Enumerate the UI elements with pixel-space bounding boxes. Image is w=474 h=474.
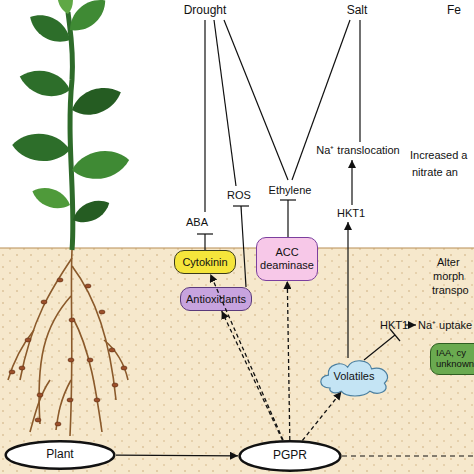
text-label: HKT1 — [380, 320, 408, 331]
node-text: Volatiles — [334, 370, 375, 383]
ellipse-node: Plant — [4, 440, 116, 470]
shape-outline — [240, 441, 341, 470]
text-label: Ethylene — [269, 185, 312, 196]
plant-stem — [68, 12, 73, 250]
text-label: Drought — [184, 4, 227, 16]
connector-arrow — [210, 274, 283, 440]
text-label: Fe — [447, 4, 461, 16]
node-text: IAA, cy unknown — [436, 348, 474, 370]
text-label: ROS — [227, 190, 251, 201]
text-label: Increased a — [410, 150, 467, 161]
text-label: Alter — [437, 257, 460, 268]
text-label: Na⁺ translocation — [316, 145, 400, 156]
process-box: Cytokinin — [174, 250, 236, 274]
root-nodules — [9, 278, 127, 426]
text-label: Na⁺ uptake — [418, 320, 472, 331]
cloud-node: Volatiles — [314, 356, 394, 396]
process-box: Antioxidants — [180, 287, 252, 311]
shape-outline — [321, 361, 388, 396]
pathway-lines — [197, 20, 474, 456]
connector-arrow — [287, 281, 290, 440]
process-box: ACC deaminase — [256, 237, 318, 281]
roots — [8, 250, 128, 436]
node-text: PGPR — [273, 449, 307, 463]
text-label: nitrate an — [412, 167, 458, 178]
text-label: ABA — [186, 217, 208, 228]
text-label: morph — [433, 271, 464, 282]
node-text: ACC deaminase — [257, 246, 317, 271]
text-label: transpo — [432, 285, 469, 296]
node-text: Antioxidants — [186, 293, 246, 306]
ellipse-node: PGPR — [238, 440, 342, 472]
node-text: Cytokinin — [182, 256, 227, 269]
plant-leaves — [11, 0, 131, 228]
connector-arrow — [222, 311, 283, 440]
text-label: Salt — [347, 4, 368, 16]
connector-arrow — [302, 392, 341, 441]
soil — [0, 248, 474, 474]
process-box: IAA, cy unknown — [430, 343, 474, 375]
shape-outline — [6, 441, 115, 469]
text-label: HKT1 — [337, 208, 365, 219]
soil-texture — [0, 248, 474, 474]
connector-arrow — [116, 455, 238, 457]
node-text: Plant — [46, 448, 73, 462]
